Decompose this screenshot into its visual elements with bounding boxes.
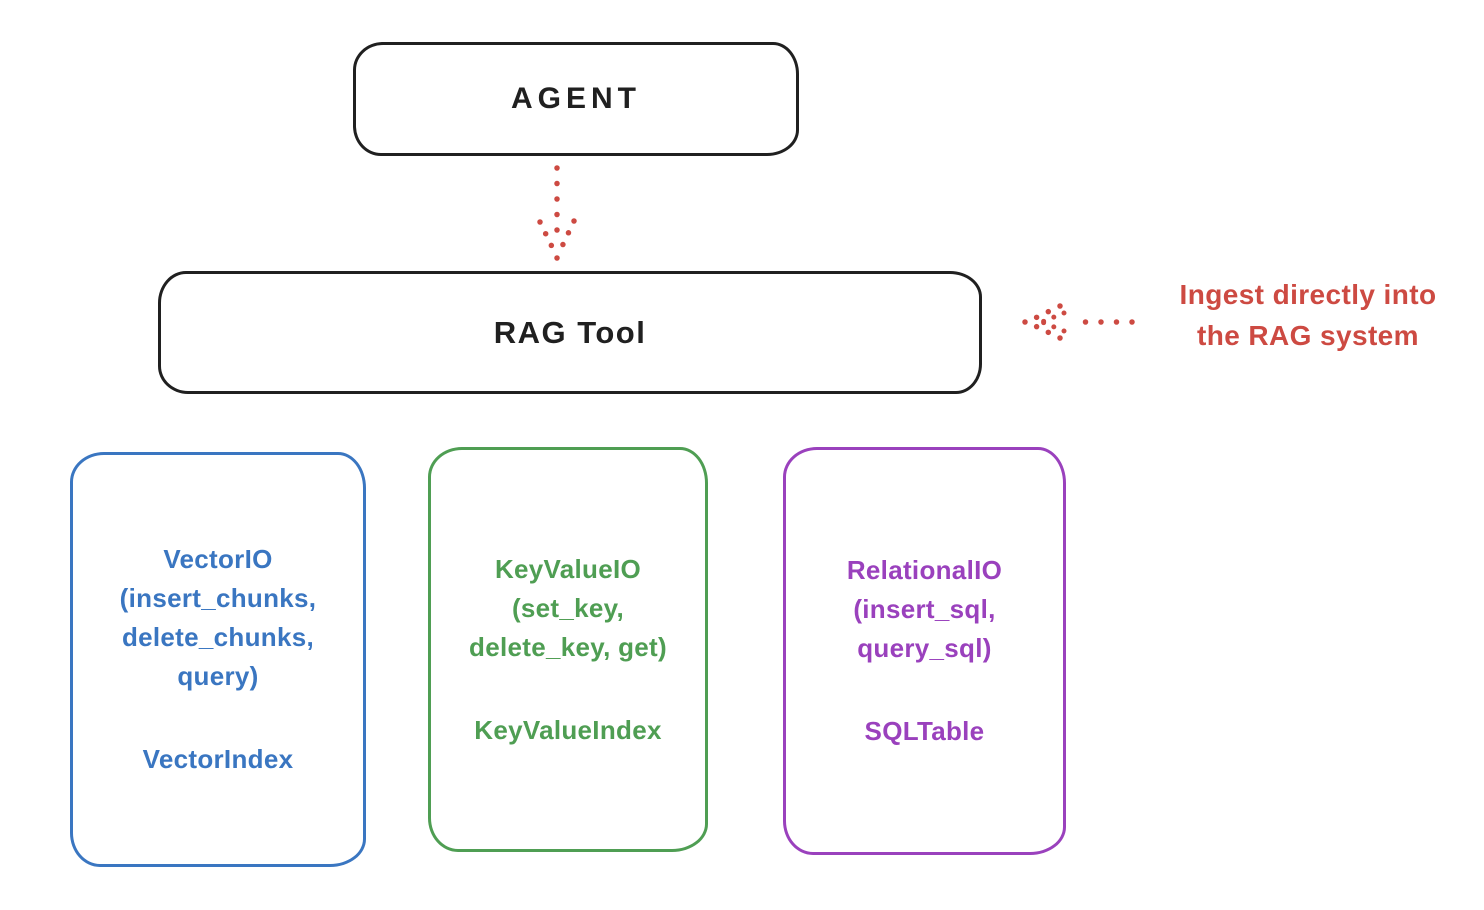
- arrow-down-dotted-icon: [537, 165, 577, 261]
- rag-tool-label: RAG Tool: [493, 314, 647, 350]
- relational-io-box: RelationalIO (insert_sql, query_sql) SQL…: [783, 447, 1066, 855]
- keyvalue-io-box: KeyValueIO (set_key, delete_key, get) Ke…: [428, 447, 708, 852]
- keyvalue-index-label: KeyValueIndex: [474, 714, 662, 745]
- ingest-annotation-label: Ingest directly into the RAG system: [1179, 279, 1437, 351]
- agent-box: AGENT: [353, 42, 799, 156]
- vector-io-methods-label: VectorIO (insert_chunks, delete_chunks, …: [119, 544, 317, 691]
- rag-tool-box: RAG Tool: [158, 271, 982, 394]
- vector-io-box: VectorIO (insert_chunks, delete_chunks, …: [70, 452, 366, 867]
- keyvalue-io-methods-label: KeyValueIO (set_key, delete_key, get): [469, 553, 667, 662]
- vector-index-label: VectorIndex: [142, 744, 294, 774]
- relational-io-methods-label: RelationalIO (insert_sql, query_sql): [846, 555, 1003, 663]
- agent-label: AGENT: [511, 82, 641, 115]
- arrow-left-dotted-icon: [1022, 303, 1135, 341]
- sql-table-label: SQLTable: [864, 716, 985, 746]
